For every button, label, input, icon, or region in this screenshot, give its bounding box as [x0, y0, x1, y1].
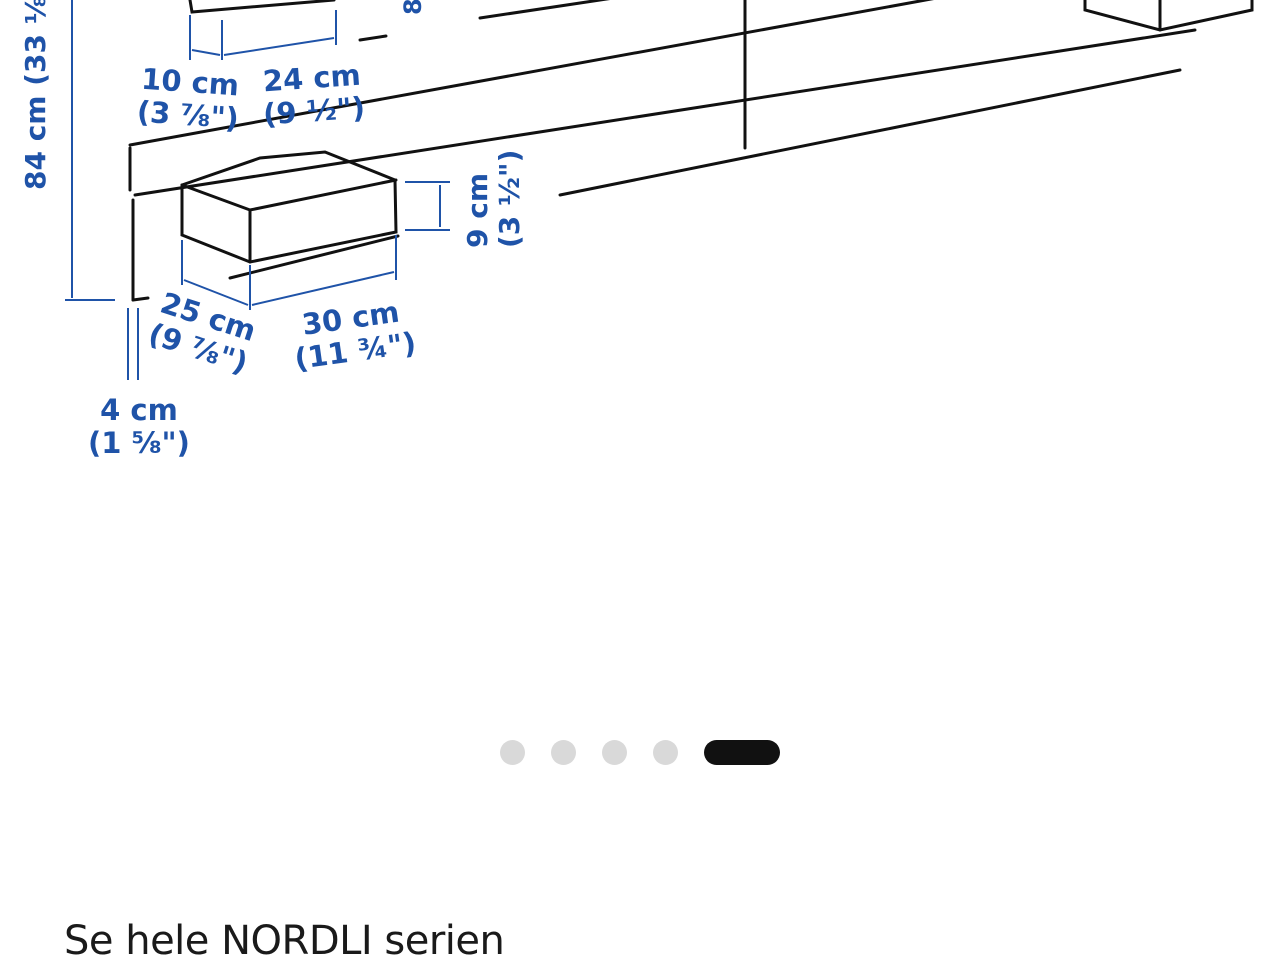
- dimension-top-right-partial: 8 (3: [399, 0, 428, 15]
- carousel-dot-3[interactable]: [602, 740, 627, 765]
- dimension-height-metric: 84 cm: [19, 95, 52, 191]
- product-dimension-image[interactable]: 84 cm (33 ⅛ 8 (3 10 cm (3 ⅞") 24 cm (9 ½…: [0, 0, 1280, 700]
- carousel-dot-2[interactable]: [551, 740, 576, 765]
- carousel-pagination: [0, 740, 1280, 766]
- dimension-shelf-height-imperial: (3 ½"): [493, 149, 527, 248]
- carousel-dot-1[interactable]: [500, 740, 525, 765]
- dimension-partial-metric: 8: [399, 0, 427, 15]
- dimension-leg-gap-metric: 4 cm: [100, 393, 178, 427]
- dimension-height-total: 84 cm (33 ⅛: [19, 0, 52, 191]
- headboard-line-drawing: [65, 0, 1254, 380]
- carousel-dot-5-active[interactable]: [704, 740, 780, 765]
- dimension-leg-gap-imperial: (1 ⅝"): [88, 426, 190, 461]
- dimension-height-imperial: (33 ⅛: [19, 0, 52, 86]
- carousel-dot-4[interactable]: [653, 740, 678, 765]
- dimension-shelf-height: 9 cm (3 ½"): [461, 149, 527, 248]
- dimension-shelf-top-width: 24 cm (9 ½"): [260, 58, 367, 133]
- dimension-gap-top-imperial: (3 ⅞"): [135, 94, 240, 136]
- dimension-shelf-top-width-imperial: (9 ½"): [262, 90, 367, 132]
- see-full-series-link[interactable]: Se hele NORDLI serien: [64, 918, 505, 964]
- dimension-gap-top: 10 cm (3 ⅞"): [135, 62, 242, 137]
- dimension-shelf-height-metric: 9 cm: [461, 172, 494, 248]
- dimension-leg-gap: 4 cm (1 ⅝"): [88, 393, 190, 461]
